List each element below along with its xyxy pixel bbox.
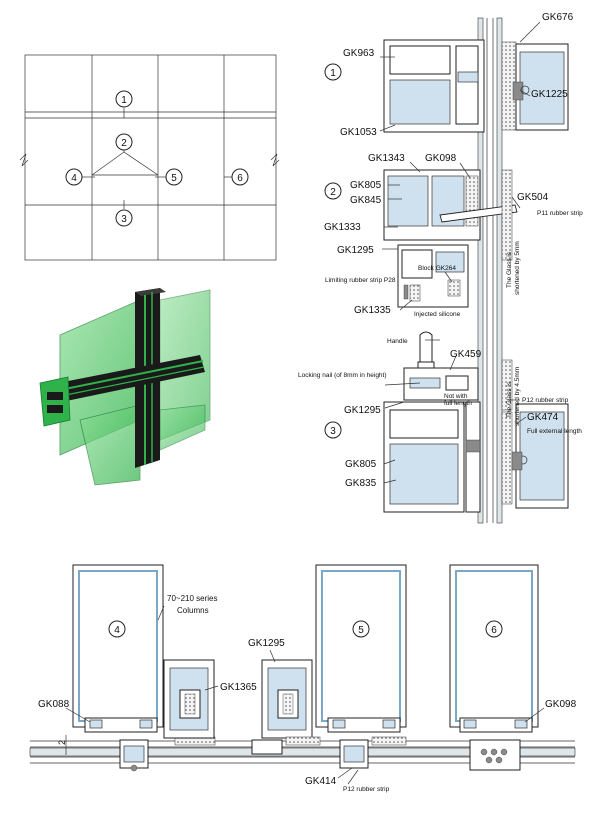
- column-marker-4: 4: [108, 620, 126, 638]
- label-block: Block GK264: [418, 265, 456, 272]
- label-glass-note-c: The Glass is: [506, 381, 513, 418]
- label-series-a: 70~210 series: [167, 594, 217, 603]
- transom-pair: [163, 659, 321, 755]
- column-5: [315, 564, 407, 769]
- svg-text:4: 4: [114, 625, 120, 636]
- label-gk414: GK414: [305, 776, 337, 787]
- label-p11: P11 rubber strip: [537, 210, 583, 217]
- svg-text:6: 6: [491, 625, 497, 636]
- label-gk1335: GK1335: [354, 305, 391, 316]
- label-gk805-a: GK805: [350, 180, 382, 191]
- label-full-ext: Full external length: [527, 428, 582, 435]
- break-mark: [270, 153, 280, 167]
- label-gk098-top: GK098: [425, 153, 457, 164]
- section-marker-2: 2: [324, 182, 342, 200]
- label-gk1225: GK1225: [531, 89, 568, 100]
- column-4: [72, 564, 216, 772]
- label-gk805-b: GK805: [345, 459, 377, 470]
- marker-5: 5: [165, 168, 183, 186]
- legend-grid: 1 2 3 4 5 6: [19, 54, 280, 261]
- label-gk845: GK845: [350, 195, 382, 206]
- label-gk1333: GK1333: [324, 222, 361, 233]
- label-gk098-bottom: GK098: [545, 699, 577, 710]
- column-marker-5: 5: [352, 620, 370, 638]
- label-gk088: GK088: [38, 699, 70, 710]
- section-3: [383, 401, 569, 513]
- label-gk474: GK474: [527, 412, 559, 423]
- marker-2: 2: [115, 133, 133, 151]
- label-gk1295-a: GK1295: [337, 245, 374, 256]
- horizontal-section-drawing: 4 5 6 70~210 series Columns GK1295 GK136…: [29, 564, 577, 793]
- svg-text:3: 3: [330, 426, 336, 437]
- svg-text:5: 5: [358, 625, 364, 636]
- label-glass-note-b: shortened by 5mm: [514, 241, 521, 295]
- marker-1: 1: [115, 90, 133, 108]
- label-gk1053: GK1053: [340, 127, 377, 138]
- label-p12-bottom: P12 rubber strip: [343, 786, 390, 793]
- label-gk963: GK963: [343, 48, 375, 59]
- label-gk1295-b: GK1295: [344, 405, 381, 416]
- marker-6: 6: [231, 168, 249, 186]
- handle-detail: [403, 331, 513, 411]
- marker-4: 4: [65, 168, 83, 186]
- label-handle: Handle: [387, 338, 408, 345]
- mullion-3d-illustration: [39, 288, 211, 486]
- svg-text:4: 4: [71, 173, 77, 184]
- section-marker-3: 3: [324, 421, 342, 439]
- section-marker-1: 1: [324, 63, 342, 81]
- section-2: [383, 169, 518, 308]
- label-gk676: GK676: [542, 12, 574, 23]
- label-injected: Injected silicone: [414, 311, 461, 318]
- column-6: [449, 564, 539, 771]
- label-p12-top: P12 rubber strip: [522, 397, 569, 404]
- svg-text:6: 6: [237, 173, 243, 184]
- marker-3: 3: [115, 209, 133, 227]
- label-gk459: GK459: [450, 349, 482, 360]
- svg-text:2: 2: [121, 138, 127, 149]
- label-glass-note-d: shortened by 4.5mm: [514, 367, 521, 426]
- break-mark: [19, 153, 29, 167]
- vertical-section-drawing: 1 2 3: [298, 12, 583, 524]
- label-locking-nail: Locking nail (of 8mm in height): [298, 372, 387, 379]
- svg-text:1: 1: [330, 68, 336, 79]
- label-gk1365: GK1365: [220, 682, 257, 693]
- grid-outline: [24, 54, 277, 261]
- label-not-full-a: Not with: [444, 393, 468, 400]
- column-marker-6: 6: [485, 620, 503, 638]
- label-gk1295-bottom: GK1295: [248, 638, 285, 649]
- label-p28: Limiting rubber strip P28: [325, 277, 396, 284]
- svg-text:1: 1: [121, 95, 127, 106]
- label-series-b: Columns: [177, 606, 209, 615]
- label-gk1343: GK1343: [368, 153, 405, 164]
- label-glass-note-a: The Glass is: [506, 251, 513, 288]
- section-1: [383, 39, 569, 133]
- label-gk504: GK504: [517, 192, 549, 203]
- label-gk835: GK835: [345, 478, 377, 489]
- svg-text:5: 5: [171, 173, 177, 184]
- svg-text:2: 2: [330, 187, 336, 198]
- label-not-full-b: full length: [444, 400, 472, 407]
- label-dim: 2: [57, 740, 67, 745]
- svg-text:3: 3: [121, 214, 127, 225]
